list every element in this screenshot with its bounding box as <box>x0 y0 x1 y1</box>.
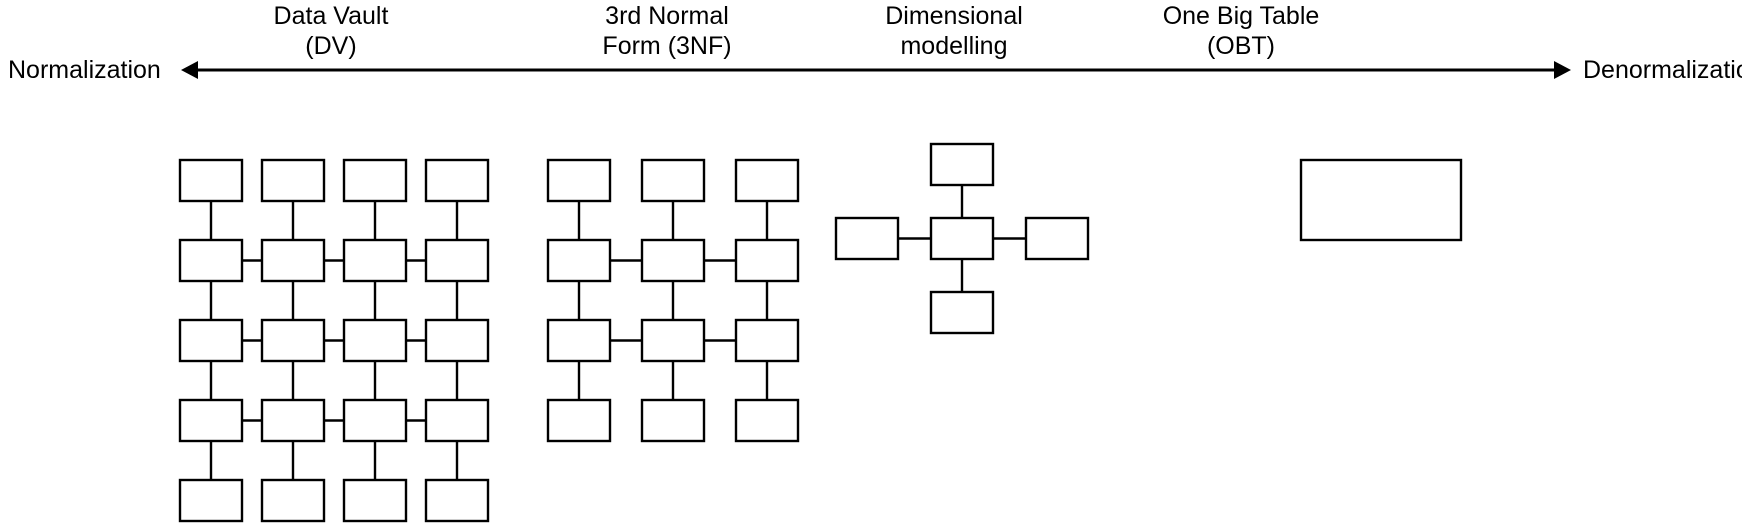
normalization-axis: Normalization Denormalization <box>8 56 1742 84</box>
entity-box <box>640 158 706 203</box>
group-label-dimensional-modelling: modelling <box>900 32 1007 60</box>
group-label-third-normal-form: Form (3NF) <box>602 32 731 60</box>
group-label-data-vault: (DV) <box>305 32 356 60</box>
entity-box-dimension-north <box>929 142 995 187</box>
entity-box <box>424 318 490 363</box>
entity-box-one-big-table <box>1299 158 1463 242</box>
entity-box <box>260 238 326 283</box>
axis-label-denormalization: Denormalization <box>1583 56 1742 84</box>
axis-right-arrowhead-icon <box>1554 61 1571 79</box>
entity-box <box>640 398 706 443</box>
entity-box <box>734 238 800 283</box>
schema-one-big-table <box>1299 158 1463 242</box>
entity-box <box>424 478 490 523</box>
group-label-one-big-table: (OBT) <box>1207 32 1275 60</box>
entity-box <box>342 478 408 523</box>
entity-box <box>546 318 612 363</box>
axis-left-arrowhead-icon <box>181 61 198 79</box>
entity-box <box>342 238 408 283</box>
entity-box <box>342 318 408 363</box>
entity-box <box>546 158 612 203</box>
group-label-one-big-table: One Big Table <box>1163 2 1320 30</box>
entity-box <box>424 158 490 203</box>
group-label-data-vault: Data Vault <box>274 2 389 30</box>
entity-box <box>178 238 244 283</box>
entity-box <box>424 398 490 443</box>
entity-box <box>734 318 800 363</box>
schema-shapes <box>178 142 1463 523</box>
entity-box <box>342 158 408 203</box>
entity-box <box>178 158 244 203</box>
entity-box <box>546 238 612 283</box>
entity-box <box>178 318 244 363</box>
entity-box <box>260 158 326 203</box>
entity-box <box>546 398 612 443</box>
entity-box <box>260 318 326 363</box>
entity-box <box>640 238 706 283</box>
entity-box <box>178 478 244 523</box>
entity-box <box>178 398 244 443</box>
entity-box <box>734 398 800 443</box>
axis-label-normalization: Normalization <box>8 56 161 84</box>
entity-box-dimension-east <box>1024 216 1090 261</box>
entity-box-fact-table <box>929 216 995 261</box>
group-label-third-normal-form: 3rd Normal <box>605 2 729 30</box>
schema-dimensional-modelling <box>834 142 1090 335</box>
entity-box <box>260 478 326 523</box>
group-label-dimensional-modelling: Dimensional <box>885 2 1023 30</box>
schema-data-vault <box>178 158 490 523</box>
entity-box <box>640 318 706 363</box>
schema-third-normal-form <box>546 158 800 443</box>
entity-box <box>260 398 326 443</box>
entity-box <box>734 158 800 203</box>
entity-box <box>342 398 408 443</box>
entity-box-dimension-west <box>834 216 900 261</box>
entity-box <box>424 238 490 283</box>
entity-box-dimension-south <box>929 290 995 335</box>
